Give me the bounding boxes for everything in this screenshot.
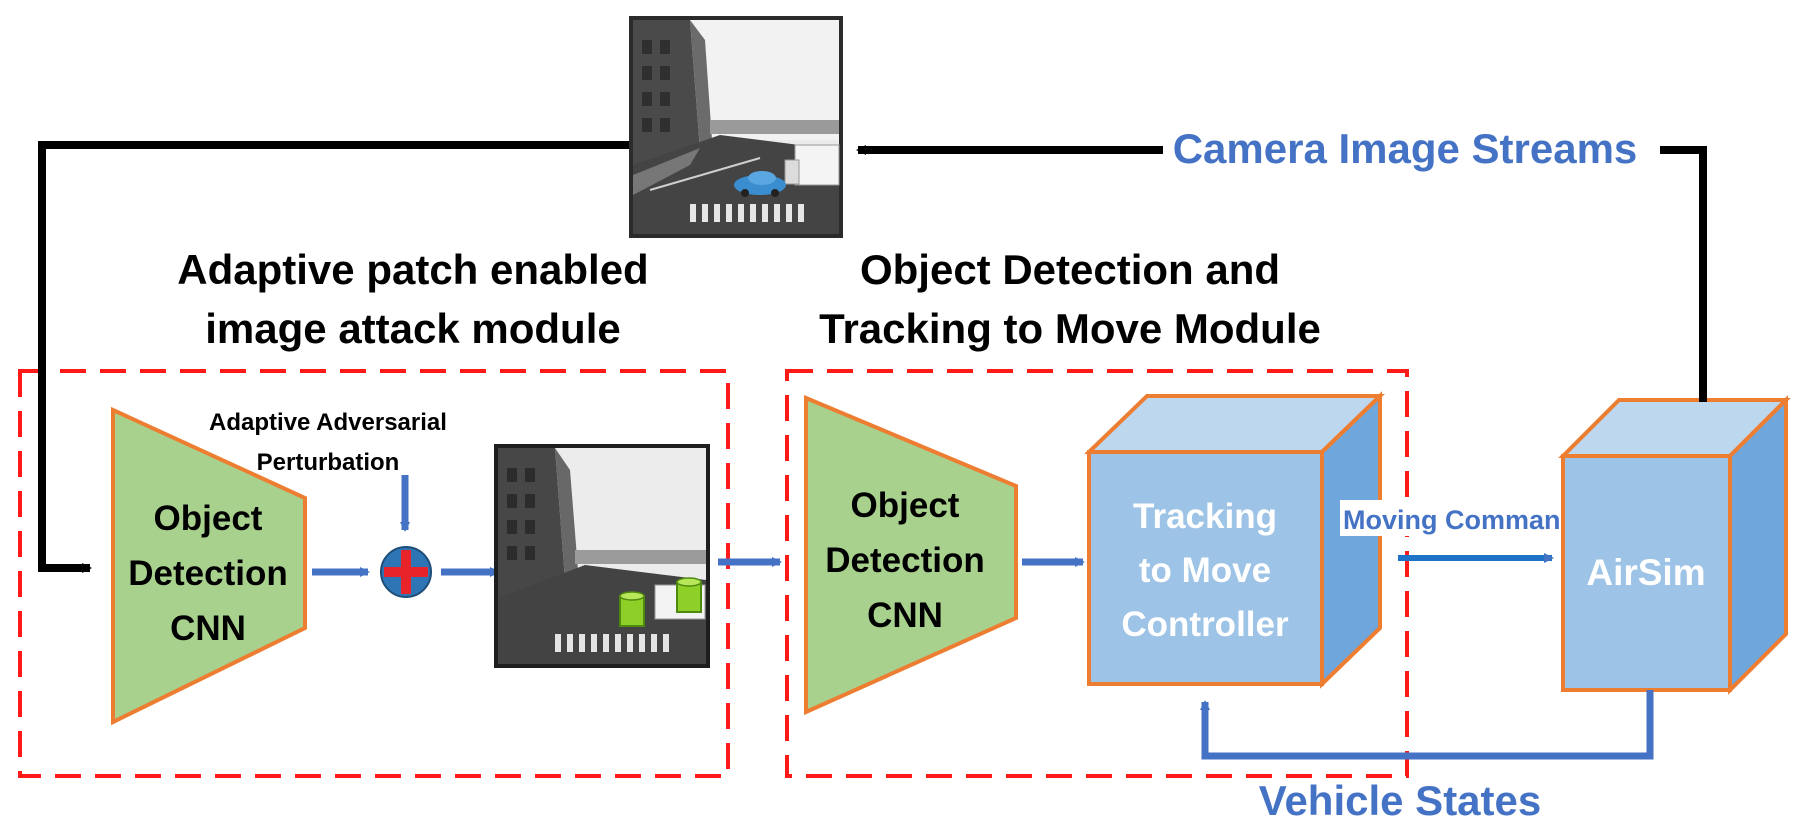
cnn2-label-line1: Object	[851, 486, 960, 525]
attack-module-boundary	[18, 369, 730, 778]
vehicle-states-label: Vehicle States	[1259, 777, 1542, 824]
patched-frame-thumbnail	[494, 444, 710, 668]
moving-command-label-bg	[1340, 500, 1602, 536]
attack-module-title-line2: image attack module	[205, 305, 620, 352]
plus-circle-icon	[380, 546, 432, 598]
camera-streams-label: Camera Image Streams	[1173, 125, 1638, 172]
odt-module-title-line2: Tracking to Move Module	[819, 305, 1321, 352]
moving-command-label: Moving Command	[1343, 505, 1577, 535]
controller-label-line2: to Move	[1139, 551, 1271, 590]
cnn2-label-line3: CNN	[867, 596, 943, 635]
controller-label-line1: Tracking	[1133, 497, 1277, 536]
camera-frame-thumbnail	[629, 16, 843, 238]
cnn1-label-line3: CNN	[170, 609, 246, 648]
adversarial-patch-barrels	[619, 577, 702, 627]
odt-module-title-line1: Object Detection and	[860, 246, 1280, 293]
controller-label-line3: Controller	[1121, 605, 1289, 644]
vehicle-states-line	[1200, 690, 1654, 760]
camera-feed-line	[38, 141, 629, 573]
attack-module-title-line1: Adaptive patch enabled	[177, 246, 648, 293]
cnn-block-tracking	[804, 394, 1018, 716]
airsim-label: AirSim	[1586, 552, 1705, 593]
camera-stream-line	[1660, 146, 1707, 402]
cnn2-label-line2: Detection	[825, 541, 984, 580]
cnn-block-attack	[111, 406, 307, 726]
cnn1-label-line2: Detection	[128, 554, 287, 593]
controller-cube	[1084, 391, 1385, 689]
cnn1-label-line1: Object	[154, 499, 263, 538]
airsim-cube	[1558, 395, 1791, 695]
perturbation-label-line1: Adaptive Adversarial	[209, 409, 447, 436]
perturbation-label-line2: Perturbation	[257, 449, 400, 476]
odt-module-boundary	[785, 369, 1409, 778]
